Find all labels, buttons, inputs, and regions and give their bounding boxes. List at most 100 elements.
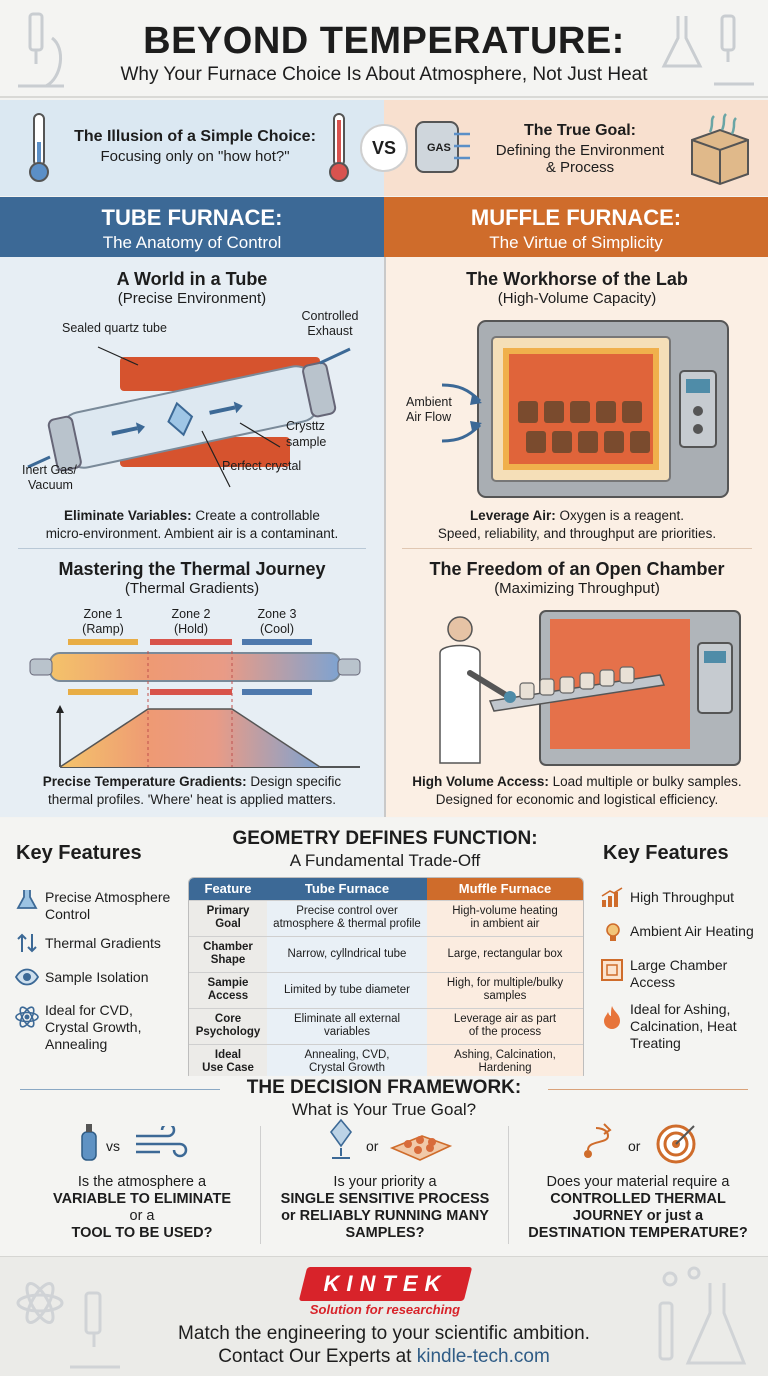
zone2-name: Zone 2 xyxy=(171,607,211,621)
geometry-sub: A Fundamental Trade-Off xyxy=(289,851,481,870)
label-crystal: Perfect crystal xyxy=(222,459,302,473)
footer-line-1: Match the engineering to your scientific… xyxy=(178,1323,590,1344)
cell-text: Precise control over xyxy=(296,905,398,917)
light-bulb-icon xyxy=(606,923,620,941)
muffle-s2-sub: (Maximizing Throughput) xyxy=(494,580,660,597)
question-2: Is your priority a SINGLE SENSITIVE PROC… xyxy=(262,1174,508,1242)
thermometer-cold-icon xyxy=(29,113,49,182)
cell-text: High, for multiple/bulky xyxy=(446,977,564,989)
features-left-item-2: Thermal Gradients xyxy=(45,935,161,951)
zone3-name: Zone 3 xyxy=(257,607,297,621)
website-link[interactable]: kindle-tech.com xyxy=(416,1346,550,1367)
question-text: Does your material require a xyxy=(546,1174,730,1190)
cell-text: samples xyxy=(483,990,527,1002)
logo-tagline: Solution for researching xyxy=(309,1302,461,1317)
features-right-item-2: Ambient Air Heating xyxy=(630,923,754,939)
feature-text: Crystal Growth, xyxy=(45,1019,142,1035)
features-left-item-4: Ideal for CVD,Crystal Growth,Annealing xyxy=(45,1002,141,1053)
muffle-s2-caption: High Volume Access: Load multiple or bul… xyxy=(386,773,768,809)
up-down-arrows-icon xyxy=(17,933,37,953)
label-sample-1: Crysttz xyxy=(286,419,325,433)
divider xyxy=(20,1089,220,1090)
question-text: Is your priority a xyxy=(333,1174,437,1190)
cell-text: of the process xyxy=(468,1026,542,1038)
header: BEYOND TEMPERATURE: Why Your Furnace Cho… xyxy=(0,0,768,98)
intro-left-sub: Focusing only on "how hot?" xyxy=(100,148,290,165)
tube-s1-cap-rest: Create a controllable xyxy=(191,508,320,523)
thermal-gradient-diagram xyxy=(29,639,361,768)
muffle-s2-cap-bold: High Volume Access: xyxy=(412,774,549,789)
or-text: or xyxy=(628,1138,641,1154)
label-sample-2: sample xyxy=(286,435,327,449)
muffle-band-title: MUFFLE FURNACE: xyxy=(470,205,682,230)
zone3-label: Zone 3(Cool) xyxy=(242,607,312,637)
tube-s2-caption: Precise Temperature Gradients: Design sp… xyxy=(0,773,384,809)
cell-text: Hardening xyxy=(478,1062,532,1075)
muffle-s1-cap-bold: Leverage Air: xyxy=(469,508,556,523)
feature-text: Access xyxy=(630,974,676,990)
zone2-stage: (Hold) xyxy=(173,622,209,636)
tube-s1-sub: (Precise Environment) xyxy=(117,290,267,307)
footer-line-2-prefix: Contact Our Experts at xyxy=(218,1346,417,1367)
tube-s2-sub: (Thermal Gradients) xyxy=(124,580,260,597)
cell-text: Use Case xyxy=(202,1062,254,1075)
thermometer-hot-icon xyxy=(329,113,349,182)
target-icon xyxy=(656,1124,696,1164)
sample-tray-icon xyxy=(389,1135,452,1161)
label-inert-1: Inert Gas/ xyxy=(22,463,77,477)
flask-icon xyxy=(16,890,38,909)
intro-right-title: The True Goal: xyxy=(523,122,636,139)
zone2-label: Zone 2(Hold) xyxy=(150,607,232,637)
bar-chart-icon xyxy=(601,887,623,907)
page-subtitle: Why Your Furnace Choice Is About Atmosph… xyxy=(120,64,648,85)
question-emphasis: SINGLE SENSITIVE PROCESS xyxy=(280,1191,490,1207)
question-emphasis: SAMPLES? xyxy=(345,1225,425,1241)
flame-icon xyxy=(604,1006,620,1029)
decision-section xyxy=(0,1076,768,1256)
cell-text: Goal xyxy=(215,918,241,930)
vs-text: vs xyxy=(106,1138,120,1154)
cell-text: Eliminate all external xyxy=(293,1013,401,1025)
cell-text: variables xyxy=(323,1026,371,1038)
muffle-s1-cap-line2: Speed, reliability, and throughput are p… xyxy=(437,526,717,541)
zone3-stage: (Cool) xyxy=(259,622,295,636)
question-emphasis: TOOL TO BE USED? xyxy=(71,1225,213,1241)
question-text: Is the atmosphere a xyxy=(77,1174,207,1190)
cell-text: Limited by tube diameter xyxy=(284,983,410,996)
label-air-2: Air Flow xyxy=(406,410,452,424)
muffle-s2-cap-line2: Designed for economic and logistical eff… xyxy=(435,792,719,807)
cell-text: Sampie xyxy=(207,977,249,989)
question-emphasis: JOURNEY or just a xyxy=(572,1208,704,1224)
features-right-title: Key Features xyxy=(603,842,729,864)
cell-text: Psychology xyxy=(195,1026,261,1038)
cell-text: Leverage air as part xyxy=(453,1013,557,1025)
question-emphasis: or RELIABLY RUNNING MANY xyxy=(281,1208,489,1224)
cell-text: Annealing, CVD, xyxy=(304,1049,390,1062)
column-divider xyxy=(384,257,386,817)
question-emphasis: CONTROLLED THERMAL xyxy=(550,1191,726,1207)
muffle-s1-sub: (High-Volume Capacity) xyxy=(497,290,657,307)
feature-text: Control xyxy=(45,906,91,922)
features-left-item-3: Sample Isolation xyxy=(45,969,149,985)
flask-icon xyxy=(658,1266,747,1365)
tube-diagram xyxy=(27,346,351,488)
divider xyxy=(548,1089,748,1090)
tube-s2-cap-bold: Precise Temperature Gradients: xyxy=(42,774,247,789)
label-exhaust-2: Exhaust xyxy=(307,324,353,338)
cell-text: atmosphere & thermal profile xyxy=(273,918,421,930)
atom-icon xyxy=(15,1006,39,1028)
page-title: BEYOND TEMPERATURE: xyxy=(143,20,625,62)
question-1: Is the atmosphere a VARIABLE TO ELIMINAT… xyxy=(24,1174,260,1242)
cell-text: Crystal Growth xyxy=(308,1062,386,1075)
tube-s2-cap-rest: Design specific xyxy=(246,774,342,789)
cell-text: Chamber xyxy=(203,941,253,953)
route-icon xyxy=(584,1123,612,1158)
cell-text: in ambient air xyxy=(470,918,540,930)
lab-equipment-icon xyxy=(16,1282,120,1369)
comparison-table: Feature Tube Furnace Muffle Furnace Prim… xyxy=(188,877,584,1081)
tube-column: A World in a Tube (Precise Environment) … xyxy=(0,257,384,817)
intro-right-sub2: & Process xyxy=(545,159,615,176)
